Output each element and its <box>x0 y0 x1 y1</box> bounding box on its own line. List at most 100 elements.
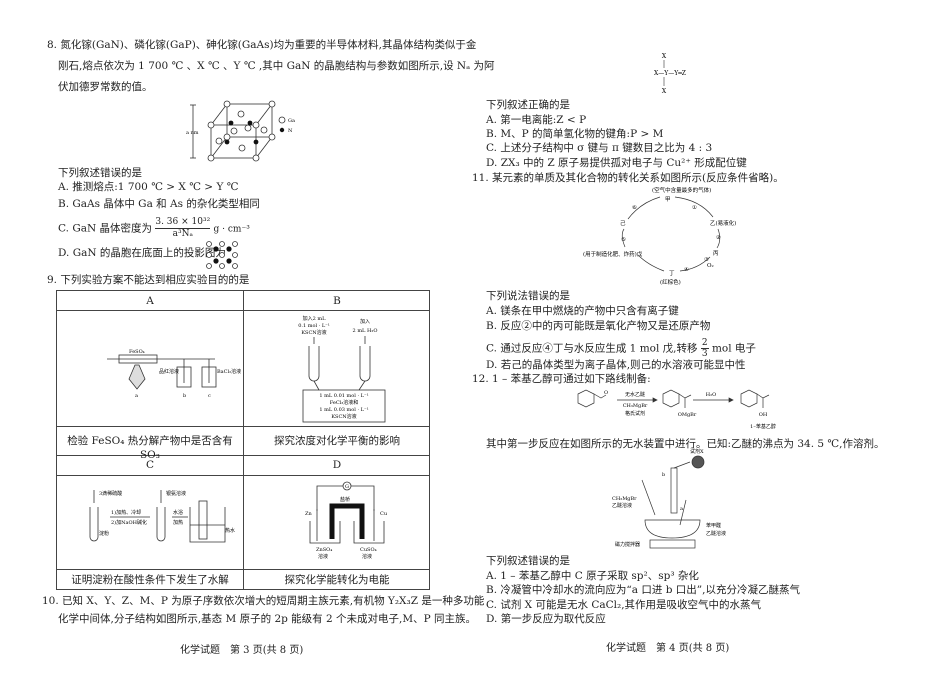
svg-text:a: a <box>680 506 683 512</box>
q10-stem-line2: 化学中间体,分子结构如图所示,基态 M 原子的 2p 能级有 2 个未成对电子,… <box>58 613 477 625</box>
q12-option-c: C. 试剂 X 可能是无水 CaCl₂,其作用是吸收空气中的水蒸气 <box>486 599 762 611</box>
synthesis-route: O 无水乙醚 CH₃MgBr 格氏试剂 OMgBr H₂O OH 1–苯基乙醇 <box>577 389 776 430</box>
svg-text:磁力搅拌器: 磁力搅拌器 <box>615 541 640 548</box>
svg-text:加热: 加热 <box>173 519 183 526</box>
svg-text:热水: 热水 <box>225 527 235 534</box>
svg-text:a nm: a nm <box>186 130 199 136</box>
fes04-decomposition-apparatus: FeSO₄ 品红溶液 BaCl₂溶液 a b c <box>107 349 241 399</box>
svg-text:③: ③ <box>704 256 709 263</box>
gan-unit-cell-figure: a nm Ga N <box>186 100 295 162</box>
table-header-d: D <box>332 459 342 471</box>
svg-text:淀粉: 淀粉 <box>99 530 109 537</box>
q10-option-b: B. M、P 的简单氢化物的键角:P > M <box>486 128 664 140</box>
svg-text:FeSO₄: FeSO₄ <box>129 349 145 355</box>
svg-text:溶液: 溶液 <box>362 553 372 560</box>
svg-text:KSCN溶液: KSCN溶液 <box>331 413 356 420</box>
svg-text:盐桥: 盐桥 <box>340 496 350 503</box>
svg-text:c: c <box>208 393 211 399</box>
q10-prompt: 下列叙述正确的是 <box>486 99 570 111</box>
svg-text:(空气中含量最多的气体): (空气中含量最多的气体) <box>652 186 711 194</box>
svg-text:溶液: 溶液 <box>318 553 328 560</box>
q11-option-d: D. 若己的晶体类型为离子晶体,则己的水溶液可能显中性 <box>486 359 746 371</box>
svg-text:(红棕色): (红棕色) <box>660 278 681 286</box>
q9-options-table: A B 检验 FeSO₄ 热分解产物中是否含有 SO₃ 探究浓度对化学平衡的影响… <box>56 290 430 590</box>
svg-text:己: 己 <box>620 220 626 227</box>
caption-d: 探究化学能转化为电能 <box>284 574 390 586</box>
galvanic-cell-apparatus: G 盐桥 Zn Cu ZnSO₄ 溶液 CuSO₄ 溶液 <box>305 481 388 560</box>
svg-text:无水乙醚: 无水乙醚 <box>625 391 645 398</box>
svg-text:OMgBr: OMgBr <box>678 412 697 418</box>
svg-text:Cu: Cu <box>380 511 388 517</box>
projection-figure <box>206 241 238 269</box>
q9-stem: 9. 下列实验方案不能达到相应实验目的的是 <box>47 274 250 286</box>
svg-text:丁: 丁 <box>669 270 675 277</box>
svg-text:乙(易液化): 乙(易液化) <box>710 219 736 227</box>
q11-option-b: B. 反应②中的丙可能既是氧化产物又是还原产物 <box>486 320 711 332</box>
caption-c: 证明淀粉在酸性条件下发生了水解 <box>71 574 229 586</box>
q8-stem-line3: 伏加德罗常数的值。 <box>58 81 153 93</box>
q12-prompt: 下列叙述错误的是 <box>486 555 570 567</box>
svg-text:G: G <box>345 484 349 490</box>
svg-text:加入: 加入 <box>360 318 370 325</box>
q11-option-c: C. 通过反应④丁与水反应生成 1 mol 戊,转移 2 3 mol 电子 <box>486 338 756 359</box>
q8-stem-line2: 刚石,熔点依次为 1 700 ℃ 、X ℃ 、Y ℃ ,其中 GaN 的晶胞结构… <box>58 60 495 72</box>
svg-text:H₂O: H₂O <box>706 392 716 398</box>
q11-stem: 11. 某元素的单质及其化合物的转化关系如图所示(反应条件省略)。 <box>472 172 784 184</box>
table-header-b: B <box>333 295 341 307</box>
svg-text:1 mL 0.01 mol · L⁻¹: 1 mL 0.01 mol · L⁻¹ <box>319 393 368 399</box>
svg-text:O₂: O₂ <box>707 263 714 269</box>
svg-text:1 mL 0.03 mol · L⁻¹: 1 mL 0.03 mol · L⁻¹ <box>319 407 368 413</box>
svg-text:O: O <box>604 390 608 396</box>
q8-option-a: A. 推测熔点:1 700 ℃ > X ℃ > Y ℃ <box>58 181 239 193</box>
caption-a: 检验 FeSO₄ 热分解产物中是否含有 SO₃ <box>67 435 233 461</box>
q11-option-a: A. 镁条在甲中燃烧的产物中只含有离子键 <box>486 305 679 317</box>
caption-b: 探究浓度对化学平衡的影响 <box>274 435 400 447</box>
svg-text:CuSO₄: CuSO₄ <box>360 547 377 553</box>
q10-option-d: D. ZX₃ 中的 Z 原子易提供孤对电子与 Cu²⁺ 形成配位键 <box>486 157 747 169</box>
svg-text:BaCl₂溶液: BaCl₂溶液 <box>217 368 241 375</box>
svg-text:甲: 甲 <box>665 196 671 203</box>
page-footer-3: 化学试题 第 3 页(共 8 页) <box>180 645 304 656</box>
svg-text:2 mL H₂O: 2 mL H₂O <box>353 328 378 334</box>
page-footer-4: 化学试题 第 4 页(共 8 页) <box>606 643 730 654</box>
q8-option-c: C. GaN 晶体密度为 3. 36 × 10³² a³Nₐ g · cm⁻³ <box>58 217 250 239</box>
svg-text:(用于制造化肥、炸药)戊: (用于制造化肥、炸药)戊 <box>583 250 643 258</box>
svg-text:b: b <box>183 393 186 399</box>
table-header-c: C <box>145 459 155 471</box>
svg-text:a: a <box>135 393 138 399</box>
svg-text:乙醚溶液: 乙醚溶液 <box>706 530 726 537</box>
svg-text:N: N <box>288 128 293 134</box>
svg-text:KSCN溶液: KSCN溶液 <box>301 329 326 336</box>
svg-text:CH₃MgBr: CH₃MgBr <box>612 496 637 502</box>
svg-text:X: X <box>662 88 667 95</box>
svg-text:b: b <box>662 472 665 478</box>
q11-prompt: 下列说法错误的是 <box>486 290 570 302</box>
q12-option-b: B. 冷凝管中冷却水的流向应为“a 口进 b 口出”,以充分冷凝乙醚蒸气 <box>486 584 800 596</box>
svg-text:1)加热、冷却: 1)加热、冷却 <box>111 509 141 516</box>
svg-text:1–苯基乙醇: 1–苯基乙醇 <box>750 423 776 430</box>
q10-stem-line1: 10. 已知 X、Y、Z、M、P 为原子序数依次增大的短周期主族元素,有机物 Y… <box>42 595 485 607</box>
q8-stem-line1: 8. 氮化镓(GaN)、磷化镓(GaP)、砷化镓(GaAs)均为重要的半导体材料… <box>47 39 477 51</box>
equilibrium-test-tubes: 加入2 mL 0.1 mol · L⁻¹ KSCN溶液 加入 2 mL H₂O … <box>298 315 386 423</box>
q12-option-d: D. 第一步反应为取代反应 <box>486 613 606 625</box>
svg-text:OH: OH <box>759 412 768 418</box>
svg-text:①: ① <box>692 204 697 211</box>
q8-option-d: D. GaN 的晶胞在底面上的投影图为 <box>58 247 226 259</box>
svg-text:品红溶液: 品红溶液 <box>159 368 179 375</box>
starch-hydrolysis-apparatus: 3滴稀硫酸 1)加热、冷却 2)加NaOH碱化 淀粉 银氨溶液 水浴 加热 热水 <box>89 490 235 543</box>
q12-option-a: A. 1 – 苯基乙醇中 C 原子采取 sp²、sp³ 杂化 <box>486 570 699 582</box>
svg-text:Zn: Zn <box>305 511 312 517</box>
svg-text:加入2 mL: 加入2 mL <box>303 315 327 322</box>
svg-text:X: X <box>662 53 667 60</box>
svg-text:④: ④ <box>684 266 689 273</box>
svg-text:⑥: ⑥ <box>632 204 637 211</box>
svg-text:水浴: 水浴 <box>173 509 183 516</box>
svg-text:2)加NaOH碱化: 2)加NaOH碱化 <box>111 519 147 526</box>
svg-text:FeCl₃溶液和: FeCl₃溶液和 <box>330 399 359 406</box>
svg-text:试剂X: 试剂X <box>690 448 704 455</box>
svg-text:乙醚溶液: 乙醚溶液 <box>612 502 632 509</box>
q10-option-c: C. 上述分子结构中 σ 键与 π 键数目之比为 4 : 3 <box>486 142 713 154</box>
table-header-a: A <box>146 295 154 307</box>
q10-option-a: A. 第一电离能:Z < P <box>486 114 587 126</box>
svg-text:0.1 mol · L⁻¹: 0.1 mol · L⁻¹ <box>298 323 330 329</box>
